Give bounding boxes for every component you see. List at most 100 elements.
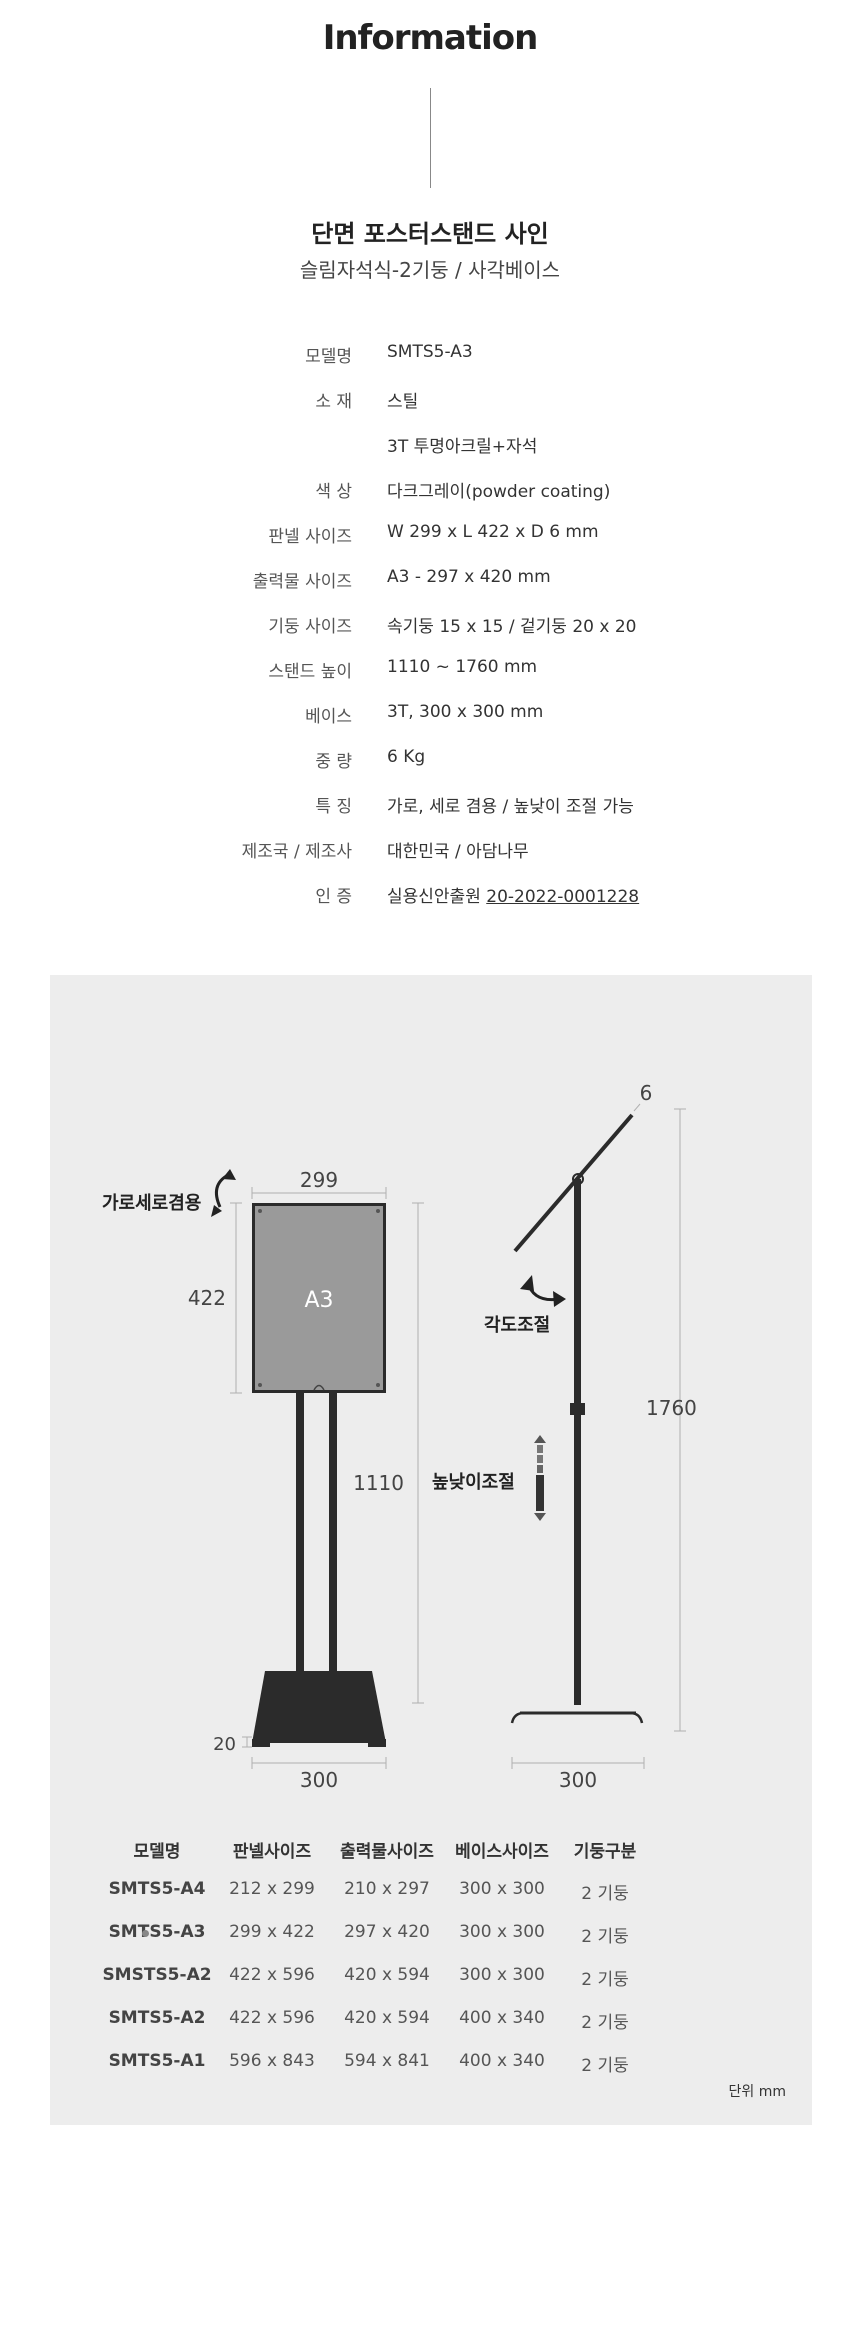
spec-row: 인 증 실용신안출원 20-2022-0001228: [0, 882, 860, 927]
front-base: [252, 1671, 386, 1743]
table-cell: 594 x 841: [344, 2051, 430, 2071]
table-cell: 420 x 594: [344, 2008, 430, 2028]
table-cell: SMSTS5-A2: [102, 1965, 212, 1985]
table-cell: 2 기둥: [581, 1970, 629, 1990]
height-arrowhead-up: [534, 1435, 546, 1443]
magnet-dot-tr: [376, 1209, 380, 1213]
spec-value: 속기둥 15 x 15 / 겉기둥 20 x 20: [387, 617, 637, 637]
rotate-arrow-icon: [214, 1173, 229, 1208]
table-cell: 300 x 300: [459, 1922, 545, 1942]
spec-label: 판넬 사이즈: [268, 527, 352, 547]
table-cell: 300 x 300: [459, 1965, 545, 1985]
table-cell: 212 x 299: [229, 1879, 315, 1899]
spec-label: 인 증: [315, 887, 352, 907]
page-title: Information: [322, 18, 539, 58]
height-lock-clamp: [570, 1403, 585, 1415]
pole-height-label: 1110: [353, 1471, 404, 1495]
table-header-cell: 출력물사이즈: [340, 1842, 434, 1862]
spec-label: 출력물 사이즈: [252, 572, 352, 592]
angle-arrowhead-right: [553, 1291, 566, 1307]
magnet-dot-tl: [258, 1209, 262, 1213]
unit-note: 단위 mm: [728, 2084, 787, 2100]
thickness-dimension-line: [633, 1103, 641, 1112]
spec-label: 소 재: [315, 392, 352, 412]
spec-label: 기둥 사이즈: [268, 617, 352, 637]
front-pole-right: [329, 1393, 337, 1683]
table-cell: SMTS5-A3: [108, 1922, 206, 1942]
magnet-dot-br: [376, 1383, 380, 1387]
front-base-foot-left: [252, 1739, 270, 1747]
magnet-dot-bl: [258, 1383, 262, 1387]
front-pole-left: [296, 1393, 304, 1683]
spec-value: A3 - 297 x 420 mm: [387, 567, 551, 587]
spec-value: 대한민국 / 아담나무: [387, 842, 529, 862]
table-cell: 400 x 340: [459, 2008, 545, 2028]
height-arrow-shaft: [536, 1475, 544, 1511]
cert-type: 실용신안출원: [387, 887, 487, 907]
spec-row: 소 재 스틸: [0, 387, 860, 432]
table-header-cell: 모델명: [133, 1842, 181, 1862]
front-base-width-label: 300: [300, 1768, 338, 1792]
height-arrow-seg-1: [537, 1445, 543, 1453]
height-adjust-label: 높낮이조절: [432, 1472, 515, 1493]
poster-panel: [255, 1206, 383, 1390]
rotate-arrowhead-top: [222, 1169, 236, 1180]
table-cell: SMTS5-A4: [108, 1879, 206, 1899]
diagram-panel: 299 가로세로겸용 422 A3 1110: [50, 975, 812, 2125]
height-arrowhead-down: [534, 1513, 546, 1521]
current-model-dot: [142, 1930, 149, 1937]
spec-label: 제조국 / 제조사: [241, 842, 352, 862]
spec-row: 특 징 가로, 세로 겸용 / 높낮이 조절 가능: [0, 792, 860, 837]
spec-value: 3T 투명아크릴+자석: [387, 437, 538, 457]
spec-label: 스탠드 높이: [268, 662, 352, 682]
total-height-label: 1760: [646, 1396, 697, 1420]
table-cell: 2 기둥: [581, 2056, 629, 2076]
product-subtitle: 슬림자석식-2기둥 / 사각베이스: [299, 258, 561, 282]
spec-label: 특 징: [315, 797, 352, 817]
spec-row: 제조국 / 제조사 대한민국 / 아담나무: [0, 837, 860, 882]
spec-row: 3T 투명아크릴+자석: [0, 432, 860, 477]
spec-value: 6 Kg: [387, 747, 426, 767]
spec-value: SMTS5-A3: [387, 342, 473, 362]
paper-size-label: A3: [304, 1288, 333, 1313]
table-cell: 2 기둥: [581, 1927, 629, 1947]
table-header-cell: 기둥구분: [573, 1842, 637, 1862]
side-pole: [574, 1179, 581, 1705]
spec-label: 모델명: [305, 347, 352, 367]
height-arrow-seg-2: [537, 1455, 543, 1463]
angle-arrowhead-left: [520, 1275, 534, 1291]
table-cell: SMTS5-A1: [108, 2051, 206, 2071]
spec-label: 중 량: [315, 752, 352, 772]
cert-number: 20-2022-0001228: [486, 887, 640, 907]
table-cell: 210 x 297: [344, 1879, 430, 1899]
divider-line: [430, 88, 431, 188]
thickness-label: 6: [640, 1081, 653, 1105]
rotate-arrowhead-bottom: [211, 1205, 222, 1217]
panel-handle: [313, 1384, 325, 1391]
table-cell: 297 x 420: [344, 1922, 430, 1942]
table-cell: 400 x 340: [459, 2051, 545, 2071]
side-base-width-label: 300: [559, 1768, 597, 1792]
product-name: 단면 포스터스탠드 사인: [311, 220, 549, 248]
stand-diagram: 299 가로세로겸용 422 A3 1110: [102, 1081, 697, 1792]
table-cell: SMTS5-A2: [108, 2008, 206, 2028]
side-panel: [513, 1113, 634, 1253]
table-cell: 2 기둥: [581, 1884, 629, 1904]
table-cell: 300 x 300: [459, 1879, 545, 1899]
spec-row: 모델명 SMTS5-A3: [0, 342, 860, 387]
spec-value: 스틸: [387, 392, 419, 412]
table-cell: 596 x 843: [229, 2051, 315, 2071]
table-header-cell: 판넬사이즈: [232, 1842, 312, 1862]
spec-row: 중 량 6 Kg: [0, 747, 860, 792]
front-base-foot-right: [368, 1739, 386, 1747]
orientation-label: 가로세로겸용: [102, 1193, 201, 1214]
table-cell: 2 기둥: [581, 2013, 629, 2033]
table-header-cell: 베이스사이즈: [455, 1842, 549, 1862]
front-width-label: 299: [300, 1168, 338, 1192]
height-arrow-seg-3: [537, 1465, 543, 1473]
spec-value: 가로, 세로 겸용 / 높낮이 조절 가능: [387, 797, 634, 817]
